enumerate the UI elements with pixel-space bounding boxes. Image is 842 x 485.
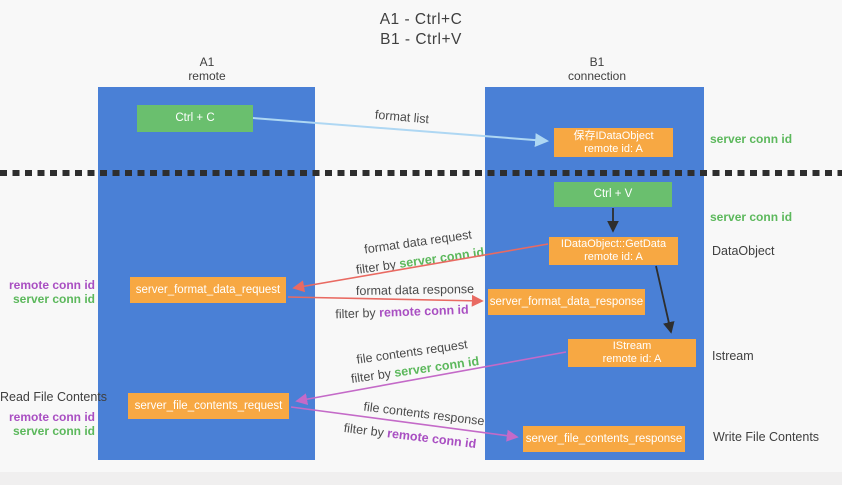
filter-by-remote-conn-id-label-1: filter by remote conn id bbox=[335, 303, 469, 322]
section-separator bbox=[0, 170, 842, 176]
bottom-strip bbox=[0, 472, 842, 485]
server-format-data-response-box: server_format_data_response bbox=[488, 289, 645, 315]
server-file-contents-request-label: server_file_contents_request bbox=[134, 399, 283, 412]
idataobject-getdata-line1: IDataObject::GetData bbox=[560, 238, 667, 250]
column-header-b1: B1 connection bbox=[517, 55, 677, 83]
server-conn-id-annotation-2: server conn id bbox=[710, 210, 793, 224]
istream-line1: IStream bbox=[612, 340, 652, 352]
diagram-title: A1 - Ctrl+C B1 - Ctrl+V bbox=[0, 10, 842, 50]
read-file-contents-annotation: Read File Contents bbox=[0, 390, 108, 404]
column-b1-role: connection bbox=[567, 69, 627, 83]
idataobject-getdata-box: IDataObject::GetData remote id: A bbox=[549, 237, 678, 265]
title-line-2: B1 - Ctrl+V bbox=[380, 31, 462, 48]
remote-conn-id-annotation-2: remote conn id bbox=[8, 410, 95, 424]
remote-conn-id-annotation-1: remote conn id bbox=[8, 278, 95, 292]
ctrl-c-label: Ctrl + C bbox=[175, 112, 215, 124]
conn-id-annotation-group-2: remote conn id server conn id bbox=[0, 410, 95, 438]
column-a1-role: remote bbox=[188, 69, 226, 83]
server-conn-id-annotation-3: server conn id bbox=[12, 292, 95, 306]
server-format-data-request-box: server_format_data_request bbox=[130, 277, 286, 303]
istream-line2: remote id: A bbox=[602, 353, 662, 365]
save-idataobject-box: 保存IDataObject remote id: A bbox=[554, 128, 673, 157]
server-format-data-response-label: server_format_data_response bbox=[489, 295, 644, 308]
remote-conn-id-text: remote conn id bbox=[386, 426, 478, 452]
filter-by-text: filter by bbox=[350, 365, 396, 386]
server-conn-id-annotation-4: server conn id bbox=[12, 424, 95, 438]
column-a1-id: A1 bbox=[199, 55, 215, 69]
server-conn-id-annotation-1: server conn id bbox=[710, 132, 793, 146]
format-data-response-label: format data response bbox=[355, 281, 475, 299]
ctrl-v-box: Ctrl + V bbox=[554, 182, 672, 207]
server-file-contents-response-label: server_file_contents_response bbox=[525, 432, 683, 445]
file-contents-response-label: file contents response bbox=[362, 399, 486, 429]
remote-conn-id-text: remote conn id bbox=[378, 302, 469, 320]
format-data-response-arrow bbox=[287, 294, 484, 307]
ctrl-c-box: Ctrl + C bbox=[137, 105, 253, 132]
istream-annotation: Istream bbox=[712, 349, 754, 363]
istream-box: IStream remote id: A bbox=[568, 339, 696, 367]
filter-by-text: filter by bbox=[342, 420, 389, 441]
column-b1-id: B1 bbox=[589, 55, 605, 69]
filter-by-text: filter by bbox=[355, 256, 401, 277]
save-idataobject-line1: 保存IDataObject bbox=[573, 129, 654, 142]
column-header-a1: A1 remote bbox=[127, 55, 287, 83]
format-list-label: format list bbox=[374, 107, 430, 127]
idataobject-getdata-line2: remote id: A bbox=[584, 251, 643, 263]
dataobject-annotation: DataObject bbox=[712, 244, 775, 258]
server-file-contents-request-box: server_file_contents_request bbox=[128, 393, 289, 419]
filter-by-text: filter by bbox=[335, 305, 380, 322]
server-file-contents-response-box: server_file_contents_response bbox=[523, 426, 685, 452]
conn-id-annotation-group-1: remote conn id server conn id bbox=[0, 278, 95, 306]
save-idataobject-line2: remote id: A bbox=[584, 142, 643, 155]
server-format-data-request-label: server_format_data_request bbox=[135, 283, 281, 296]
filter-by-remote-conn-id-label-2: filter by remote conn id bbox=[343, 421, 477, 451]
title-line-1: A1 - Ctrl+C bbox=[379, 11, 463, 28]
ctrl-v-label: Ctrl + V bbox=[593, 188, 633, 200]
write-file-contents-annotation: Write File Contents bbox=[713, 430, 820, 444]
